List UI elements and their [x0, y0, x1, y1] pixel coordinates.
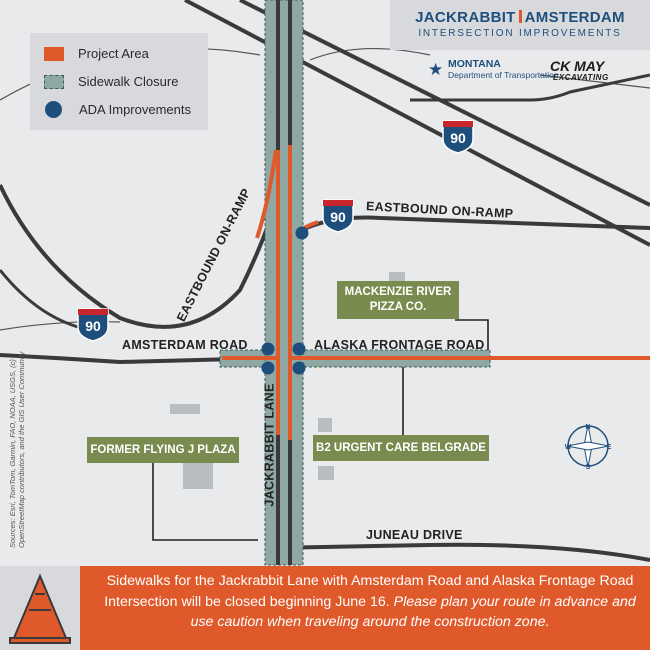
legend-item-sidewalk-closure: Sidewalk Closure [44, 74, 178, 89]
compass-e: E [607, 444, 612, 451]
cone-panel [0, 566, 80, 650]
building [318, 418, 332, 432]
mdt-logo: MONTANA Department of Transportation [448, 59, 559, 81]
logo-subtitle: INTERSECTION IMPROVEMENTS [418, 28, 622, 39]
logo-divider [518, 10, 522, 23]
contractor-logo: CK MAY [550, 58, 605, 74]
project-area-swatch [44, 46, 64, 61]
amsterdam-road [0, 353, 276, 365]
map-sources: Sources: Esri, TomTom, Garmin, FAO, NOAA… [8, 351, 26, 548]
leader-line [152, 460, 258, 541]
interstate-shield: 90 [442, 120, 474, 154]
building [170, 404, 200, 414]
ada-improvement-marker [292, 342, 306, 356]
ada-improvement-marker [261, 342, 275, 356]
interstate-90-eastbound [184, 0, 650, 247]
place-b2-urgent-care: B2 URGENT CARE BELGRADE [313, 435, 489, 461]
leader-line [455, 319, 489, 350]
mdt-sub: Department of Transportation [448, 70, 559, 80]
logo-title-left: JACKRABBIT [415, 9, 516, 26]
shield-number: 90 [85, 318, 101, 334]
legend-item-project-area: Project Area [44, 46, 149, 61]
eastbound-on-ramp-left [0, 184, 282, 329]
sidewalk-closure-vertical [264, 0, 304, 566]
notice-main: Sidewalks for the Jackrabbit Lane with A… [104, 573, 634, 610]
ramp-connector [0, 269, 91, 332]
place-label: MACKENZIE RIVER [344, 286, 452, 298]
compass-rose-icon: N S E W [565, 424, 612, 471]
building [318, 466, 334, 480]
place-label: PIZZA CO. [369, 301, 427, 313]
compass-w: W [565, 444, 572, 451]
shield-number: 90 [450, 130, 466, 146]
interstate-shield: 90 [322, 199, 354, 233]
logo-title: JACKRABBIT AMSTERDAM [390, 9, 650, 26]
notice-banner [0, 566, 650, 650]
amsterdam-road-label: AMSTERDAM ROAD [122, 338, 248, 352]
jackrabbit-lane-label: JACKRABBIT LANE [262, 383, 277, 507]
mdt-name: MONTANA [448, 58, 501, 70]
alaska-frontage-road-label: ALASKA FRONTAGE ROAD [314, 338, 485, 352]
legend-label: Sidewalk Closure [78, 74, 179, 89]
place-former-flying-j: FORMER FLYING J PLAZA [87, 437, 239, 463]
legend-label: Project Area [78, 46, 149, 61]
shield-number: 90 [330, 209, 346, 225]
contractor-sub: EXCAVATING [553, 73, 609, 82]
project-area-ramp [255, 149, 278, 239]
place-mackenzie-river-pizza: MACKENZIE RIVER PIZZA CO. [337, 281, 459, 319]
map-legend: Project Area Sidewalk Closure ADA Improv… [30, 33, 208, 130]
traffic-cone-icon [9, 573, 71, 644]
compass-s: S [586, 464, 591, 471]
interstate-90-westbound [239, 0, 650, 207]
legend-label: ADA Improvements [79, 102, 191, 117]
minor-road [309, 47, 431, 61]
juneau-drive-label: JUNEAU DRIVE [366, 528, 463, 542]
notice-text: Sidewalks for the Jackrabbit Lane with A… [96, 571, 644, 633]
logo-title-right: AMSTERDAM [524, 9, 625, 26]
sidewalk-closure-swatch [44, 74, 64, 89]
legend-item-ada: ADA Improvements [44, 101, 191, 118]
minor-road [539, 74, 650, 89]
notice-italic: Please plan your route in advance and us… [190, 593, 636, 631]
interstate-90-ramp [410, 73, 650, 102]
ada-improvement-marker [261, 361, 275, 375]
compass-n: N [585, 424, 590, 431]
interstate-shield: 90 [77, 308, 109, 342]
project-logo: JACKRABBIT AMSTERDAM INTERSECTION IMPROVE… [390, 0, 650, 50]
ada-swatch [45, 101, 62, 118]
juneau-drive [269, 542, 650, 562]
montana-star-icon: ★ [428, 60, 444, 79]
building [183, 463, 213, 489]
ada-improvement-marker [292, 361, 306, 375]
ada-improvement-marker [295, 226, 309, 240]
